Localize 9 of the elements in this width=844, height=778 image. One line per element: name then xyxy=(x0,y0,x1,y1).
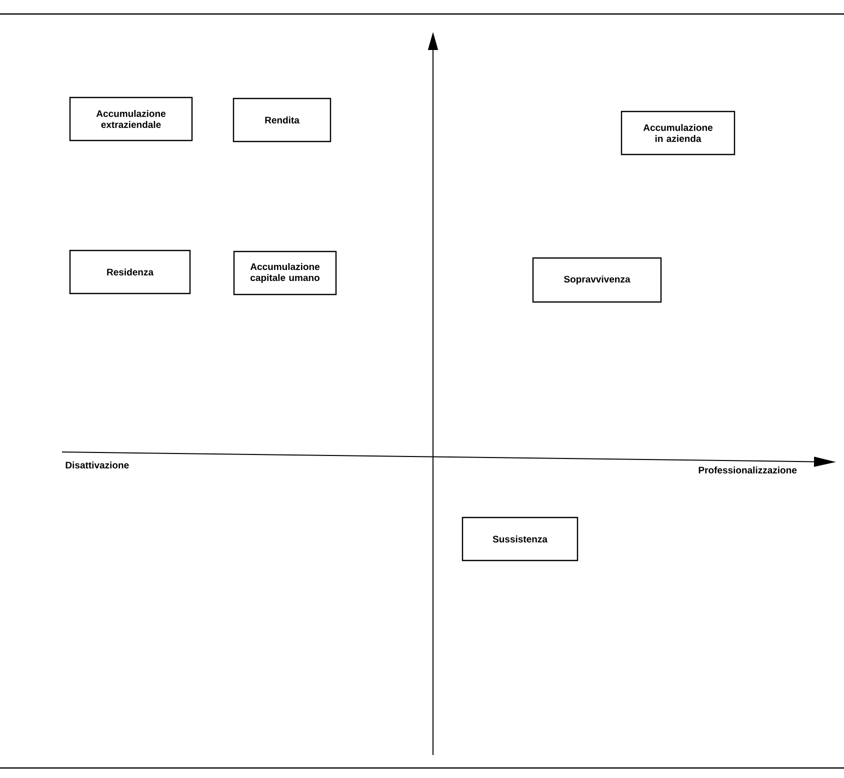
label-box: Accumulazione extraziendale xyxy=(69,96,193,142)
label-box: Residenza xyxy=(69,250,191,294)
axis-label: Disattivazione xyxy=(66,462,129,468)
label-box: Accumulazione in azienda xyxy=(620,110,736,156)
label-box: Sopravvivenza xyxy=(532,257,662,303)
label-box: Rendita xyxy=(232,98,332,142)
label-box: Accumulazione capitale umano xyxy=(233,250,337,296)
axis-label: Professionalizzazione xyxy=(698,466,797,474)
label-box: Sussistenza xyxy=(462,516,578,562)
